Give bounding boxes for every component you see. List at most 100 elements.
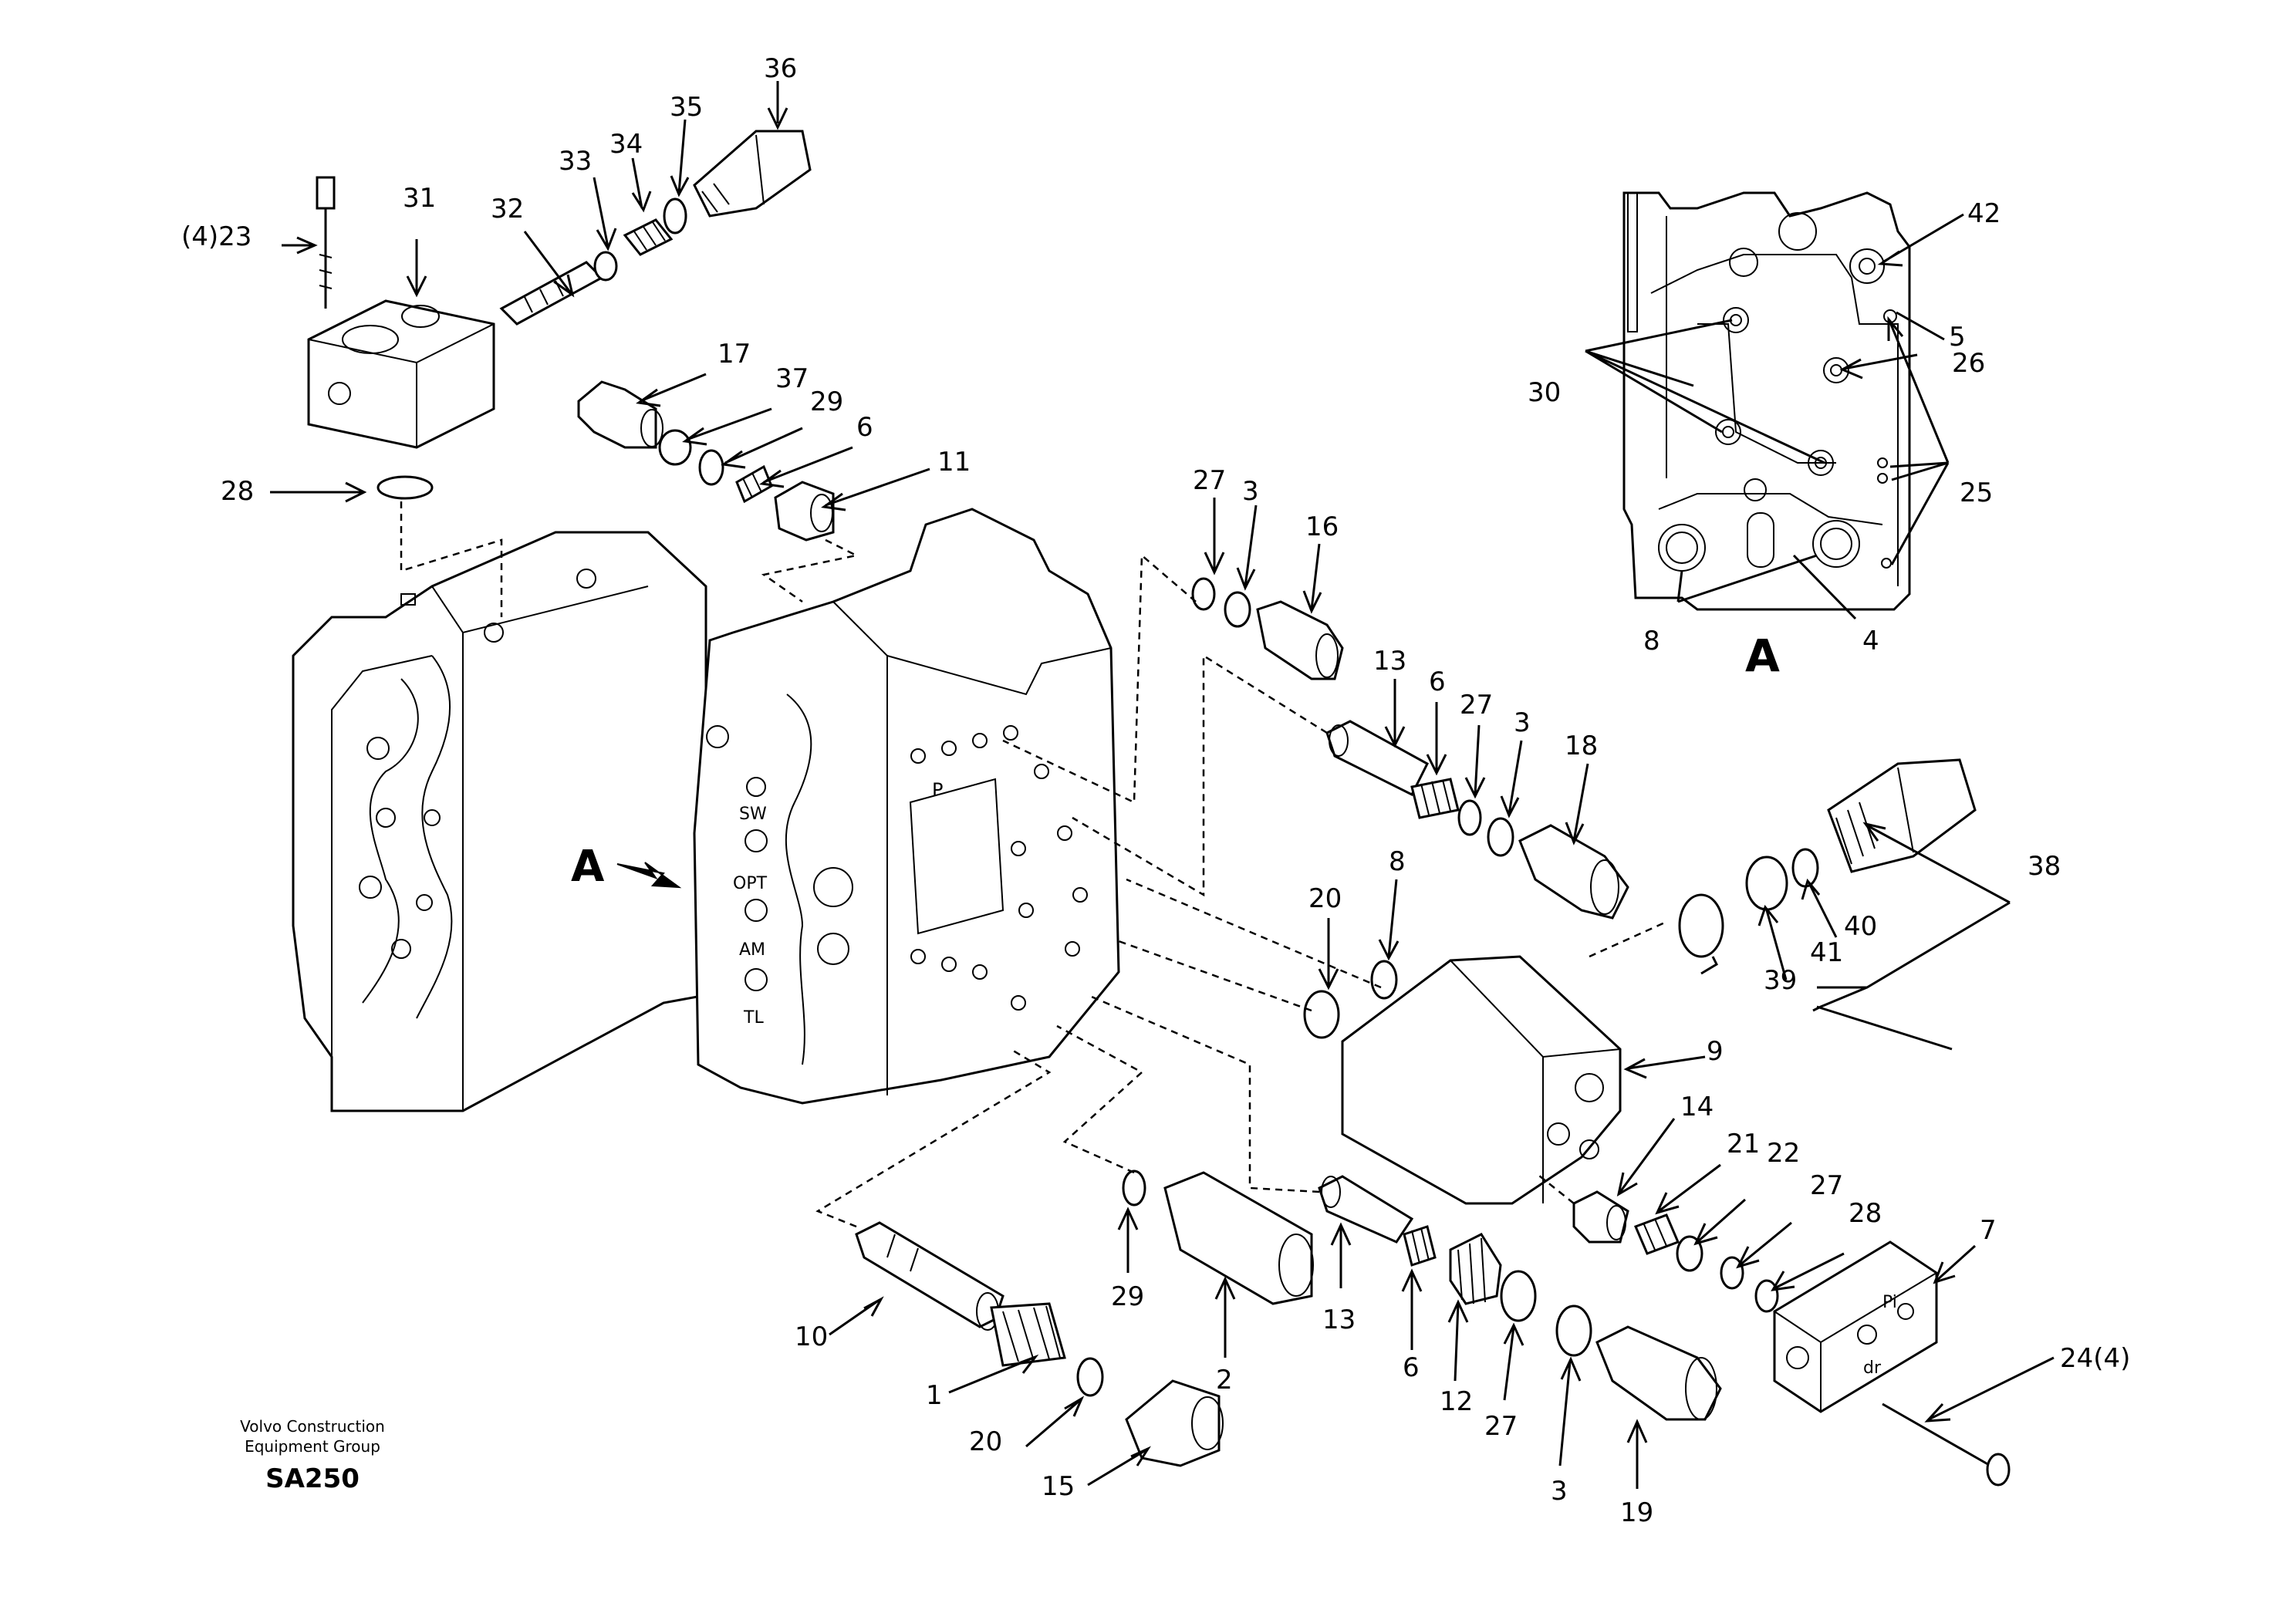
label-3-lower: 3 [1551,1476,1568,1507]
label-29-top: 29 [810,386,843,417]
label-6-upper: 6 [1429,667,1446,697]
label-42: 42 [1967,198,2001,229]
part-33-washer [593,251,618,282]
part-6-spring-lower [1403,1225,1437,1267]
label-21: 21 [1727,1129,1760,1159]
part-3-backup-middle [1487,817,1514,857]
detail-view-a [1585,191,1964,620]
label-40: 40 [1844,911,1877,942]
part-29-oring-bottom [1122,1169,1146,1207]
label-12: 12 [1440,1386,1473,1417]
label-27-middle: 27 [1460,690,1493,721]
part-17-plug [577,380,663,449]
part-2-sleeve [1163,1171,1314,1305]
part-1-spring [990,1302,1066,1367]
label-20-bottom: 20 [969,1426,1002,1457]
part-31-housing [307,299,495,449]
label-6-top: 6 [856,412,873,443]
label-22: 22 [1767,1138,1800,1169]
part-23-bolt [316,176,336,309]
part-38-valve [1827,758,1977,873]
part-20-oring-right [1303,990,1340,1039]
part-3-backup-upper [1224,591,1251,628]
label-34: 34 [609,129,643,160]
part-40-oring [1791,848,1819,888]
part-6-spring-upper [1410,778,1460,819]
label-28: 28 [221,476,254,507]
left-valve-body [292,531,707,1112]
body-marking-pi: Pi [1882,1293,1897,1312]
part-36-relief-valve [693,130,812,218]
part-13-sleeve-upper [1325,720,1429,797]
label-16: 16 [1305,511,1339,542]
label-19: 19 [1620,1497,1653,1528]
label-37: 37 [775,363,809,394]
part-39-oring [1678,893,1724,958]
part-35-oring [663,197,687,235]
view-a-pointer-letter: A [571,842,605,892]
part-18-plug [1518,824,1629,920]
label-15: 15 [1042,1471,1075,1502]
body-marking-sw: SW [739,805,767,824]
body-marking-p: P [932,779,943,801]
part-28-oring [376,475,434,500]
label-24: 24(4) [2060,1343,2130,1374]
assembly-dashed-lines [400,501,1667,1228]
part-27-oring-lower [1500,1270,1537,1322]
label-4: 4 [1862,626,1879,656]
label-6-lower: 6 [1403,1352,1420,1383]
part-3-backup-lower [1555,1304,1592,1357]
label-39: 39 [1764,965,1797,996]
body-marking-tl: TL [743,1008,764,1028]
label-20-right: 20 [1308,883,1342,914]
part-14-poppet [1572,1190,1629,1244]
part-27-oring-lower-right [1720,1256,1744,1290]
center-body-port-holes [910,725,1088,1011]
part-9-block [1341,955,1622,1205]
body-marking-am: AM [739,940,765,960]
label-27-lower: 27 [1484,1411,1518,1442]
part-19-plug [1595,1325,1722,1421]
part-34-spring [623,218,674,256]
body-marking-dr: dr [1863,1358,1882,1378]
label-18: 18 [1565,731,1598,761]
part-37-oring [658,429,692,466]
part-24-bolt [1882,1402,2011,1487]
footer-block: Volvo Construction Equipment Group SA250 [240,1417,385,1494]
label-32: 32 [491,194,524,224]
center-body-cover-plate [909,778,1004,935]
part-labels: 36 35 34 33 32 31 (4)23 28 17 37 29 6 11… [181,53,2130,1528]
label-41: 41 [1810,937,1843,968]
part-13-sleeve-lower [1318,1175,1414,1244]
label-26: 26 [1952,348,1985,379]
part-11-poppet [774,481,835,542]
part-20-oring-bottom [1076,1357,1104,1397]
detail-view-title: A [1745,629,1780,682]
label-27-upper: 27 [1193,465,1226,496]
label-7: 7 [1980,1215,1997,1246]
label-13-upper: 13 [1373,646,1406,677]
part-7-cover: Pi dr [1773,1240,1938,1413]
label-23: (4)23 [181,221,252,252]
footer-drawing-code: SA250 [265,1463,360,1494]
label-17: 17 [718,339,751,370]
part-27-oring-middle [1457,799,1482,836]
body-marking-opt: OPT [733,874,768,893]
label-9: 9 [1707,1036,1724,1067]
view-a-pointer: A [571,842,682,892]
footer-company-line2: Equipment Group [245,1437,380,1456]
label-29-bottom: 29 [1111,1281,1144,1312]
label-14: 14 [1680,1092,1714,1122]
label-31: 31 [403,183,436,214]
label-2: 2 [1216,1365,1233,1396]
label-30: 30 [1528,377,1561,408]
label-38: 38 [2028,851,2061,882]
label-5: 5 [1949,322,1966,353]
label-33: 33 [559,146,592,177]
part-27-oring-upper [1191,577,1216,611]
part-10-spool [855,1221,1004,1331]
part-21-spring [1634,1213,1680,1255]
part-22-washer [1676,1235,1703,1272]
label-3-upper: 3 [1242,476,1259,507]
